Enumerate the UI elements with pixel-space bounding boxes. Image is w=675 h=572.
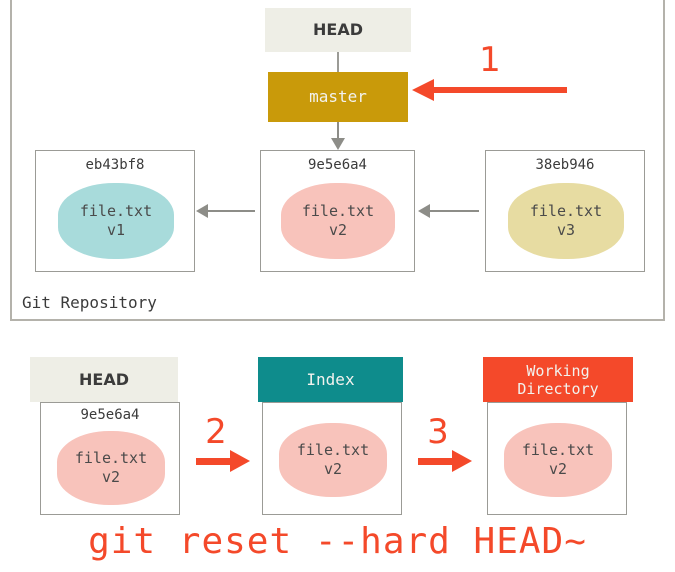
commit-sha: 9e5e6a4 xyxy=(307,157,367,173)
blob-filename: file.txt xyxy=(521,441,595,459)
step-3-arrowhead xyxy=(452,450,472,472)
commit-sha: eb43bf8 xyxy=(85,157,145,173)
master-to-commit-line xyxy=(337,122,339,140)
commit-parent-line-2-to-1 xyxy=(207,210,255,212)
blob-filename: file.txt xyxy=(74,449,148,467)
blob-version: v2 xyxy=(328,221,348,239)
commit-box-9e5e6a4: 9e5e6a4 file.txt v2 xyxy=(260,150,415,272)
head-to-master-connector xyxy=(337,52,339,72)
commit-parent-arrowhead-2-to-1 xyxy=(196,204,208,218)
commit-sha: 38eb946 xyxy=(535,157,595,173)
blob-filename: file.txt xyxy=(301,202,375,220)
master-to-commit-arrowhead xyxy=(331,138,345,150)
working-directory-header: Working Directory xyxy=(483,357,633,402)
blob-version: v1 xyxy=(106,221,126,239)
working-directory-blob: file.txt v2 xyxy=(504,423,612,497)
blob-file-v3: file.txt v3 xyxy=(508,183,624,259)
blob-version: v2 xyxy=(323,460,343,478)
index-tree-blob: file.txt v2 xyxy=(279,423,387,497)
commit-parent-arrowhead-3-to-2 xyxy=(418,204,430,218)
commit-parent-line-3-to-2 xyxy=(429,210,479,212)
step-3-label: 3 xyxy=(427,412,449,452)
master-branch-box: master xyxy=(268,72,408,122)
blob-file-v1: file.txt v1 xyxy=(58,183,174,259)
step-2-arrowhead xyxy=(230,450,250,472)
index-tree-box: file.txt v2 xyxy=(262,402,402,515)
blob-file-v2: file.txt v2 xyxy=(281,183,395,259)
index-tree-header: Index xyxy=(258,357,403,402)
blob-version: v2 xyxy=(101,468,121,486)
working-directory-box: file.txt v2 xyxy=(487,402,627,515)
commit-box-eb43bf8: eb43bf8 file.txt v1 xyxy=(35,150,195,272)
step-1-label: 1 xyxy=(479,40,501,80)
step-2-label: 2 xyxy=(205,412,227,452)
blob-filename: file.txt xyxy=(529,202,603,220)
step-1-arrowhead xyxy=(412,79,434,101)
blob-filename: file.txt xyxy=(79,202,153,220)
step-1-arrow-line xyxy=(432,87,567,93)
command-caption: git reset --hard HEAD~ xyxy=(88,521,587,562)
blob-version: v2 xyxy=(548,460,568,478)
head-tree-sha: 9e5e6a4 xyxy=(80,407,140,423)
working-directory-header-line1: Working xyxy=(526,361,590,380)
git-repository-label: Git Repository xyxy=(22,293,157,312)
git-repository-frame xyxy=(10,0,665,321)
step-3-arrow-line xyxy=(418,458,454,465)
working-directory-header-line2: Directory xyxy=(517,379,599,398)
head-pointer-box: HEAD xyxy=(265,8,411,52)
blob-filename: file.txt xyxy=(296,441,370,459)
commit-box-38eb946: 38eb946 file.txt v3 xyxy=(485,150,645,272)
head-tree-blob: file.txt v2 xyxy=(57,431,165,505)
head-tree-box: 9e5e6a4 file.txt v2 xyxy=(40,402,180,515)
blob-version: v3 xyxy=(556,221,576,239)
step-2-arrow-line xyxy=(196,458,232,465)
head-tree-header: HEAD xyxy=(30,357,178,402)
